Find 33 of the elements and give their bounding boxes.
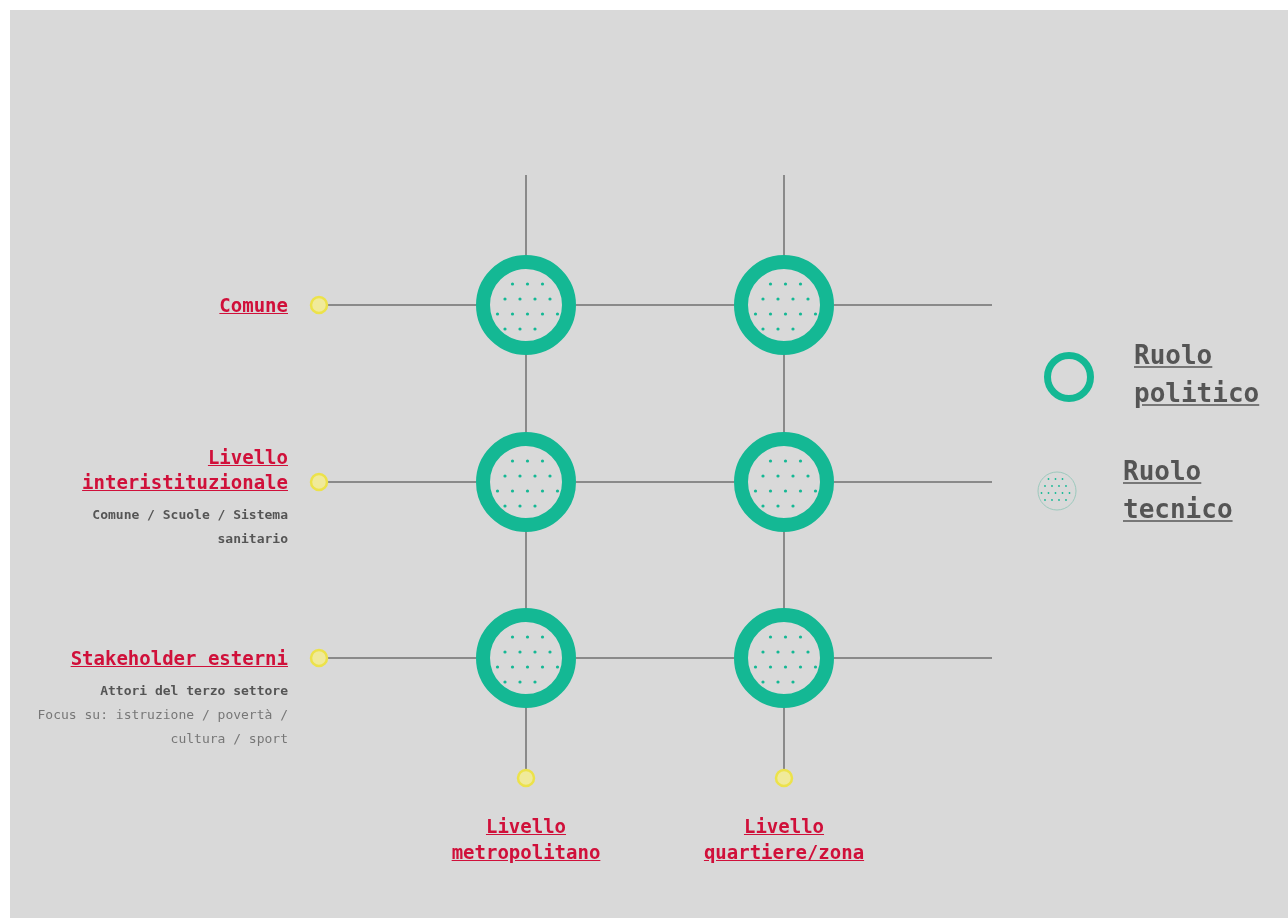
connector-line <box>525 531 527 609</box>
connector-line <box>516 707 536 788</box>
role-circle <box>734 255 834 355</box>
row-heading: Stakeholder esterni <box>30 645 310 671</box>
connector-line <box>309 648 477 668</box>
connector-line <box>525 354 527 433</box>
connector-line <box>309 295 477 315</box>
connector-line <box>833 304 993 306</box>
connector-line <box>774 707 794 788</box>
row-heading: Comune <box>30 292 310 318</box>
connector-line <box>575 304 735 306</box>
role-circle <box>476 432 576 532</box>
role-circle <box>476 608 576 708</box>
column-heading: Livello quartiere/zona <box>679 787 889 865</box>
connector-line <box>783 354 785 433</box>
row-description: Comune / Scuole / Sistema sanitario <box>91 505 288 548</box>
legend-label: Ruolo politico <box>1134 339 1261 410</box>
connector-line <box>575 657 735 659</box>
connector-line <box>309 472 477 492</box>
row-heading: Livello interistituzionale <box>30 444 310 495</box>
connector-line <box>575 481 735 483</box>
role-circle <box>734 432 834 532</box>
column-heading: Livello metropolitano <box>421 787 631 865</box>
connector-line <box>525 174 527 256</box>
row-description: Attori del terzo settore <box>99 681 288 700</box>
role-circle <box>476 255 576 355</box>
legend-label: Ruolo tecnico <box>1123 455 1234 526</box>
connector-line <box>833 481 993 483</box>
connector-line <box>783 174 785 256</box>
row-description: Focus su: istruzione / povertà / cultura / sport <box>36 705 288 748</box>
connector-line <box>833 657 993 659</box>
connector-line <box>783 531 785 609</box>
role-circle <box>734 608 834 708</box>
